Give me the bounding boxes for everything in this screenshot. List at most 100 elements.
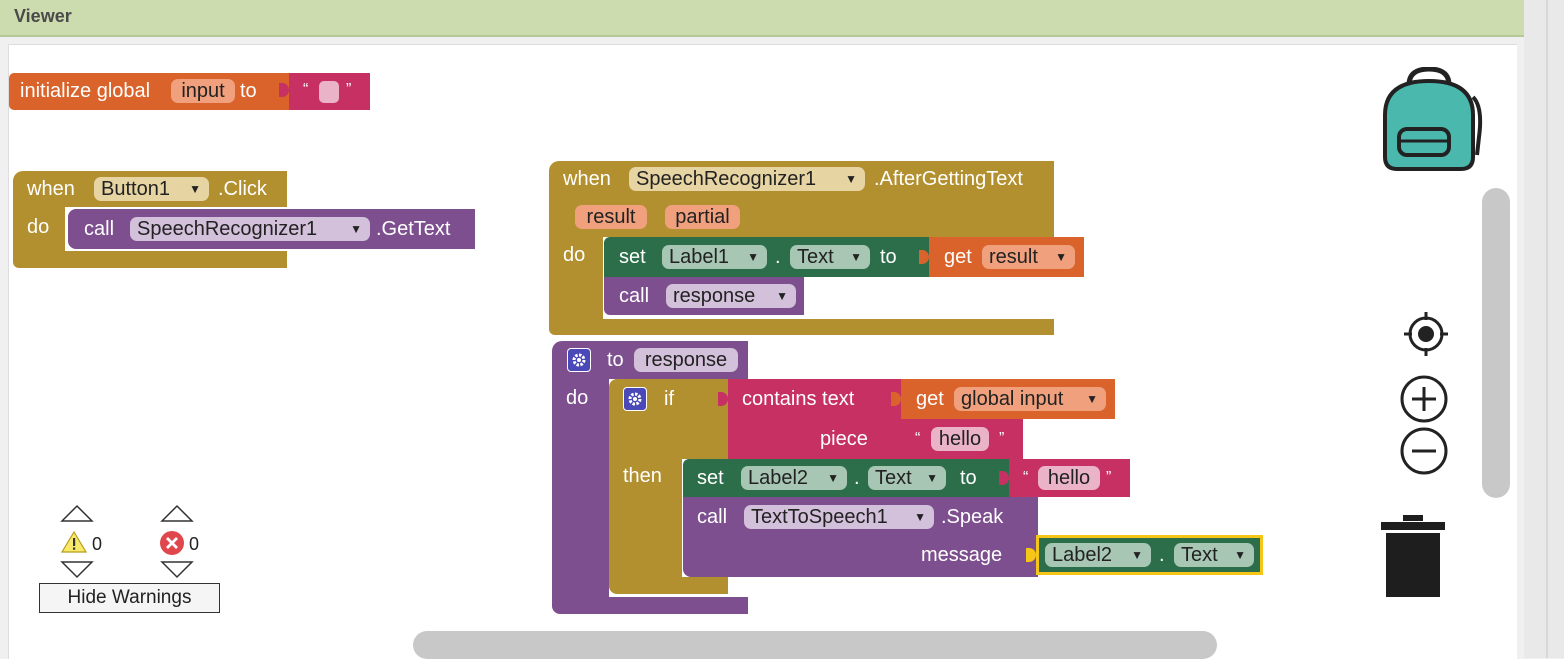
call-speak-block[interactable]: call TextToSpeech1▼ .Speak message: [683, 497, 1038, 577]
contains-text-label: contains text: [742, 388, 855, 410]
set-label: set: [619, 246, 646, 268]
speechrecognizer-label: SpeechRecognizer1: [636, 168, 817, 190]
message-label: message: [921, 544, 1003, 566]
call-gettext-block[interactable]: call SpeechRecognizer1▼ .GetText: [68, 209, 475, 249]
call-label: call: [619, 285, 650, 307]
set-label2-text-block[interactable]: set Label2▼ . Text▼ to: [683, 459, 1009, 497]
puzzle-notch: [279, 83, 289, 97]
horizontal-scrollbar[interactable]: [413, 631, 1217, 659]
zoom-in-icon[interactable]: [1399, 374, 1449, 429]
button1-dropdown[interactable]: Button1 ▼: [94, 177, 209, 201]
gear-icon[interactable]: [567, 348, 591, 372]
close-quote: ”: [1106, 469, 1112, 486]
backpack-icon[interactable]: [1379, 66, 1483, 180]
procedure-name[interactable]: response: [634, 348, 738, 372]
close-quote: ”: [346, 81, 352, 98]
aftergettingtext-event-label: .AfterGettingText: [874, 168, 1023, 190]
puzzle-notch: [919, 250, 929, 264]
param-result[interactable]: result: [575, 205, 647, 229]
chevron-down-icon: ▼: [350, 222, 362, 236]
result-var-dropdown[interactable]: result▼: [982, 245, 1075, 269]
text-property-dropdown[interactable]: Text ▼: [1174, 543, 1254, 567]
blocks-workspace[interactable]: initialize global input to “ ” when Butt…: [8, 44, 1517, 659]
puzzle-notch: [891, 432, 901, 446]
init-var-name[interactable]: input: [171, 79, 235, 103]
panel-divider: [1546, 0, 1548, 658]
text-hello-block[interactable]: “ hello ”: [901, 419, 1023, 459]
get-global-input-block[interactable]: get global input▼: [901, 379, 1115, 419]
when-label: when: [563, 168, 611, 190]
zoom-out-icon[interactable]: [1399, 426, 1449, 481]
warning-count: 0: [92, 534, 103, 554]
click-event-label: .Click: [218, 178, 267, 200]
chevron-down-icon: ▼: [1131, 548, 1143, 562]
to-label: to: [880, 246, 897, 268]
init-to-label: to: [240, 80, 257, 102]
text-hello-block[interactable]: “ hello ”: [1009, 459, 1130, 497]
chevron-down-icon: ▼: [189, 182, 201, 196]
empty-text-value[interactable]: [319, 81, 339, 103]
hello-text-value[interactable]: hello: [931, 427, 989, 451]
call-label: call: [697, 506, 728, 528]
error-icon: [159, 530, 185, 561]
button1-label: Button1: [101, 178, 170, 200]
warning-prev-button[interactable]: [60, 503, 94, 528]
call-response-block[interactable]: call response▼: [604, 277, 804, 315]
dot-separator: .: [854, 467, 860, 489]
speechrecognizer-dropdown[interactable]: SpeechRecognizer1▼: [130, 217, 370, 241]
puzzle-notch: [891, 392, 901, 406]
label2-dropdown[interactable]: Label2▼: [1045, 543, 1151, 567]
gear-icon[interactable]: [623, 387, 647, 411]
text-property-dropdown[interactable]: Text▼: [790, 245, 870, 269]
chevron-down-icon: ▼: [845, 172, 857, 186]
texttospeech-label: TextToSpeech1: [751, 506, 888, 528]
target-icon[interactable]: [1402, 310, 1450, 363]
dot-separator: .: [1159, 544, 1165, 566]
warning-icon: [60, 530, 88, 559]
hello-text-value[interactable]: hello: [1038, 466, 1100, 490]
label2-text-getter-block[interactable]: Label2▼ . Text ▼: [1036, 535, 1263, 575]
param-partial[interactable]: partial: [665, 205, 740, 229]
do-label: do: [566, 387, 589, 409]
open-quote: “: [915, 430, 921, 447]
close-quote: ”: [999, 430, 1005, 447]
response-proc-dropdown[interactable]: response▼: [666, 284, 796, 308]
chevron-down-icon: ▼: [776, 289, 788, 303]
get-label: get: [944, 246, 972, 268]
label1-dropdown[interactable]: Label1▼: [662, 245, 767, 269]
call-label: call: [84, 218, 115, 240]
set-label1-text-block[interactable]: set Label1▼ . Text▼ to: [604, 237, 929, 277]
get-label: get: [916, 388, 944, 410]
to-label: to: [607, 349, 624, 371]
contains-text-block[interactable]: contains text piece: [728, 379, 901, 459]
text-property-label: Text: [1181, 544, 1218, 566]
text-property-label: Text: [875, 467, 912, 489]
result-var-label: result: [989, 246, 1038, 268]
label1-name: Label1: [669, 246, 730, 268]
right-panel: [1524, 0, 1564, 658]
chevron-down-icon: ▼: [926, 471, 938, 485]
puzzle-notch: [1026, 548, 1036, 562]
speechrecognizer-dropdown[interactable]: SpeechRecognizer1 ▼: [629, 167, 865, 191]
then-label: then: [623, 465, 662, 487]
open-quote: “: [303, 81, 309, 98]
dot-separator: .: [775, 246, 781, 268]
chevron-down-icon: ▼: [1234, 548, 1246, 562]
hide-warnings-button[interactable]: Hide Warnings: [39, 583, 220, 613]
chevron-down-icon: ▼: [850, 250, 862, 264]
error-prev-button[interactable]: [160, 503, 194, 528]
label2-dropdown[interactable]: Label2▼: [741, 466, 847, 490]
text-property-dropdown[interactable]: Text ▼: [868, 466, 946, 490]
hide-warnings-label: Hide Warnings: [67, 587, 192, 608]
empty-text-block[interactable]: “ ”: [289, 73, 370, 110]
chevron-down-icon: ▼: [1086, 392, 1098, 406]
chevron-down-icon: ▼: [914, 510, 926, 524]
vertical-scrollbar[interactable]: [1482, 188, 1510, 498]
warning-next-button[interactable]: [60, 560, 94, 585]
initialize-global-block[interactable]: initialize global input to: [9, 73, 291, 110]
error-next-button[interactable]: [160, 560, 194, 585]
global-input-dropdown[interactable]: global input▼: [954, 387, 1106, 411]
get-result-block[interactable]: get result▼: [929, 237, 1084, 277]
texttospeech-dropdown[interactable]: TextToSpeech1 ▼: [744, 505, 934, 529]
trash-icon[interactable]: [1379, 513, 1447, 606]
